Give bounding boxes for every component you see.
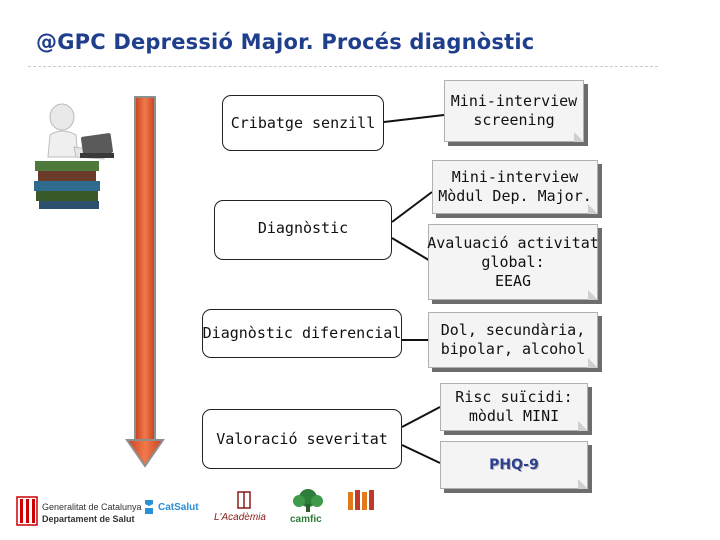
gencat-shield-icon (16, 496, 38, 526)
tool-box-risc-suicidi: Risc suïcidi: mòdul MINI (440, 383, 588, 431)
tool-line: EEAG (494, 271, 532, 290)
connector-cribatge (383, 114, 445, 123)
tool-line: Mini-interview (451, 168, 579, 186)
academia-name: L'Acadèmia (214, 512, 266, 523)
catsalut-name: CatSalut (158, 502, 199, 513)
person-laptop-books-illustration (34, 103, 114, 209)
progress-arrow (125, 96, 165, 468)
gencat-line1: Generalitat de Catalunya (42, 502, 142, 512)
step-box-cribatge: Cribatge senzill (222, 95, 384, 151)
tool-line: Risc suïcidi: (455, 388, 573, 406)
footer-logos: Generalitat de Catalunya Departament de … (10, 486, 590, 534)
tool-box-diferencial: Dol, secundària, bipolar, alcohol (428, 312, 598, 368)
societat-logo (340, 486, 384, 534)
step-label: Cribatge senzill (230, 113, 376, 132)
tool-line: bipolar, alcohol (440, 340, 586, 358)
academia-logo: L'Acadèmia (214, 486, 280, 534)
tool-line: Mini-interview (450, 92, 578, 110)
gencat-logo: Generalitat de Catalunya Departament de … (10, 486, 150, 534)
tool-line: Mòdul Dep. Major. (438, 187, 592, 205)
tool-line-phq9: PHQ-9 (489, 456, 539, 473)
tool-line: screening (473, 111, 555, 129)
step-box-diagnostic-diferencial: Diagnòstic diferencial (202, 309, 402, 358)
gencat-line2: Departament de Salut (42, 514, 135, 524)
connector-severitat-upper (401, 406, 441, 428)
catsalut-logo: CatSalut (142, 486, 212, 534)
connector-diagnostic-lower (391, 237, 433, 263)
tool-line: mòdul MINI (468, 407, 560, 425)
page-title: @GPC Depressió Major. Procés diagnòstic (36, 30, 535, 54)
step-label: Diagnòstic (257, 219, 349, 237)
tool-line: global: (481, 252, 545, 271)
tool-line: Avaluació activitat (427, 233, 599, 252)
tool-box-mini-interview-screening: Mini-interview screening (444, 80, 584, 142)
step-label: Diagnòstic diferencial (202, 324, 402, 342)
tool-box-mini-interview-modul: Mini-interview Mòdul Dep. Major. (432, 160, 598, 214)
step-box-diagnostic: Diagnòstic (214, 200, 392, 260)
catsalut-mark-icon (145, 500, 153, 514)
step-box-valoracio-severitat: Valoració severitat (202, 409, 402, 469)
camfic-logo: camfic (286, 486, 330, 534)
tool-box-eeag: Avaluació activitat global: EEAG (427, 224, 599, 300)
camfic-name: camfic (290, 514, 322, 525)
tool-line: Dol, secundària, (440, 321, 586, 339)
title-divider (28, 66, 658, 67)
step-label: Valoració severitat (216, 429, 388, 448)
connector-severitat-lower (401, 444, 441, 464)
societat-figures-icon (348, 490, 374, 510)
tool-box-phq9: PHQ-9 (440, 441, 588, 489)
academia-crest-icon (237, 491, 251, 509)
camfic-tree-icon (293, 489, 323, 512)
connector-diagnostic-upper (391, 191, 433, 223)
